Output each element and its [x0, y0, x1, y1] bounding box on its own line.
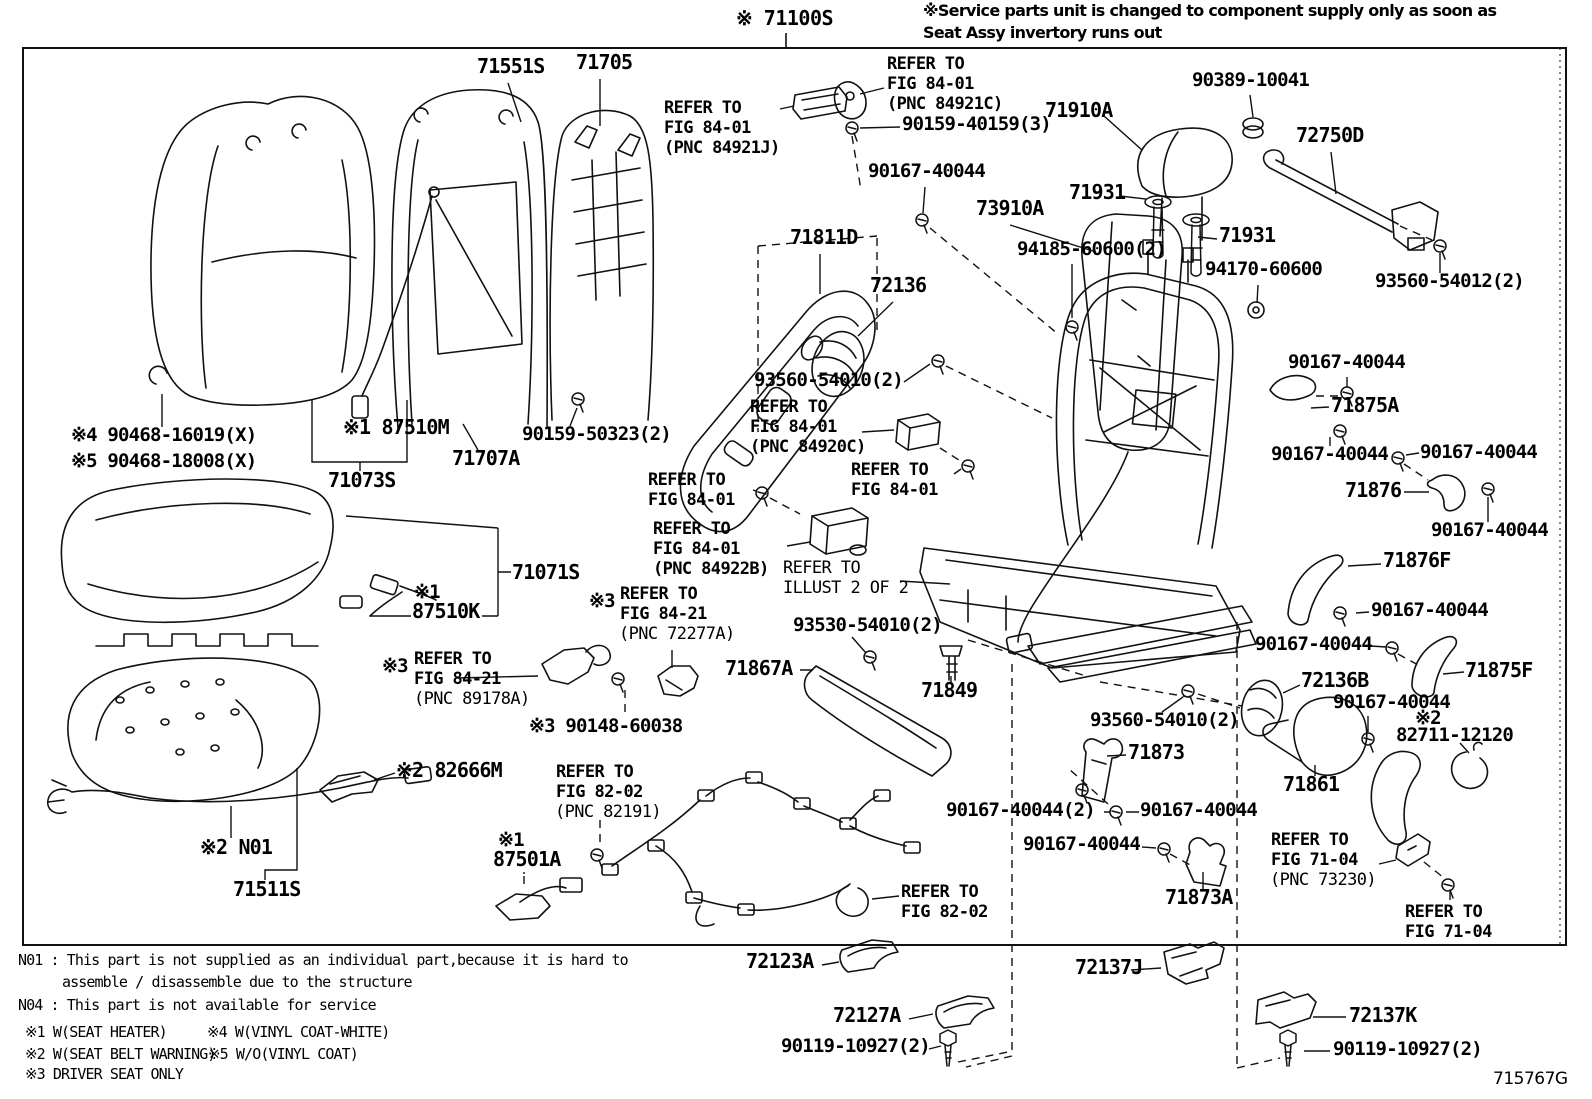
label-87510m: ※1 87510M [343, 415, 450, 439]
label-71071s: 71071S [512, 560, 580, 584]
label-71849: 71849 [921, 678, 978, 702]
label-94170-60600: 94170-60600 [1205, 258, 1323, 280]
ref-pnc82191: (PNC 82191) [555, 802, 662, 822]
label-71867a: 71867A [725, 656, 793, 680]
legend-mark5: ※5 W/O(VINYL COAT) [208, 1045, 359, 1063]
label-71931-right: 71931 [1219, 223, 1276, 247]
label-n01: ※2 N01 [200, 835, 273, 859]
label-71073s: 71073S [328, 468, 396, 492]
label-90119-10927-b: 90119-10927(2) [1333, 1038, 1483, 1060]
label-90119-10927-a: 90119-10927(2) [781, 1035, 931, 1057]
diagram-id: 715767G [1493, 1069, 1568, 1089]
ref-pnc73230: (PNC 73230) [1270, 870, 1377, 890]
service-note: ※Service parts unit is changed to compon… [923, 0, 1497, 44]
label-90167-40044-h: 90167-40044 [1333, 691, 1451, 713]
footnote-n01-line2: assemble / disassemble due to the struct… [62, 973, 413, 991]
label-82711-mark: ※2 [1415, 707, 1442, 729]
label-90167-40044-b: 90167-40044 [1288, 351, 1406, 373]
label-87501a-mark: ※1 [498, 829, 525, 851]
label-90148-60038: ※3 90148-60038 [529, 715, 683, 737]
ref-pnc72277a: (PNC 72277A) [619, 624, 735, 644]
label-72127a: 72127A [833, 1003, 901, 1027]
footnote-n01-line1: N01 : This part is not supplied as an in… [18, 951, 629, 969]
label-71707a: 71707A [452, 446, 520, 470]
footnote-n04: N04 : This part is not available for ser… [18, 996, 377, 1014]
label-72137j: 72137J [1075, 955, 1143, 979]
label-90468-16019: ※4 90468-16019(X) [71, 424, 257, 446]
label-71861: 71861 [1283, 772, 1340, 796]
label-72137k: 72137K [1349, 1003, 1417, 1027]
ref-pnc89178a: (PNC 89178A) [414, 689, 530, 709]
label-71551s: 71551S [477, 54, 545, 78]
label-72136: 72136 [870, 273, 927, 297]
label-71511s: 71511S [233, 877, 301, 901]
label-90167-40044-a: 90167-40044 [868, 160, 986, 182]
legend-mark4: ※4 W(VINYL COAT-WHITE) [207, 1023, 390, 1041]
label-73910a: 73910A [976, 196, 1044, 220]
label-90167-40044-k: 90167-40044 [1023, 833, 1141, 855]
label-93560-54010-b: 93560-54010(2) [1090, 709, 1240, 731]
label-90167-40044-i: 90167-40044(2) [946, 799, 1096, 821]
label-71811d: 71811D [790, 225, 858, 249]
label-82666m: ※2 82666M [396, 758, 503, 782]
label-71931-left: 71931 [1069, 180, 1126, 204]
label-87501a: 87501A [493, 847, 561, 871]
label-94185-60600: 94185-60600(2) [1017, 238, 1167, 260]
label-71876: 71876 [1345, 478, 1402, 502]
label-71875a: 71875A [1331, 393, 1399, 417]
legend-mark1: ※1 W(SEAT HEATER) [25, 1023, 168, 1041]
label-mark-x3-b: ※3 [382, 655, 409, 677]
label-90167-40044-j: 90167-40044 [1140, 799, 1258, 821]
legend-mark3: ※3 DRIVER SEAT ONLY [25, 1065, 184, 1083]
label-71705: 71705 [576, 50, 633, 74]
label-90167-40044-c: 90167-40044 [1271, 443, 1389, 465]
label-90167-40044-g: 90167-40044 [1255, 633, 1373, 655]
label-71873a: 71873A [1165, 885, 1233, 909]
label-93560-54012: 93560-54012(2) [1375, 270, 1525, 292]
label-90167-40044-e: 90167-40044 [1431, 519, 1549, 541]
legend-mark2: ※2 W(SEAT BELT WARNING) [25, 1045, 216, 1063]
label-93530-54010: 93530-54010(2) [793, 614, 943, 636]
label-mark-x3-a: ※3 [589, 590, 616, 612]
label-90167-40044-d: 90167-40044 [1420, 441, 1538, 463]
label-82711-12120: 82711-12120 [1396, 724, 1514, 746]
service-note-line2: Seat Assy invertory runs out [923, 23, 1162, 43]
label-71910a: 71910A [1045, 98, 1113, 122]
label-72136b: 72136B [1301, 668, 1369, 692]
service-note-line1: ※Service parts unit is changed to compon… [923, 1, 1497, 20]
label-90468-18008: ※5 90468-18008(X) [71, 450, 257, 472]
label-90389-10041: 90389-10041 [1192, 69, 1310, 91]
label-90159-50323: 90159-50323(2) [522, 423, 672, 445]
label-87510k-mark: ※1 [414, 581, 441, 603]
label-71875f: 71875F [1465, 658, 1533, 682]
diagram-title: ※ 71100S [736, 6, 834, 30]
label-71873: 71873 [1128, 740, 1185, 764]
label-72750d: 72750D [1296, 123, 1364, 147]
label-90159-40159: 90159-40159(3) [902, 113, 1052, 135]
label-72123a: 72123A [746, 949, 814, 973]
label-93560-54010-a: 93560-54010(2) [754, 369, 904, 391]
label-90167-40044-f: 90167-40044 [1371, 599, 1489, 621]
label-87510k: 87510K [412, 599, 480, 623]
label-71876f: 71876F [1383, 548, 1451, 572]
